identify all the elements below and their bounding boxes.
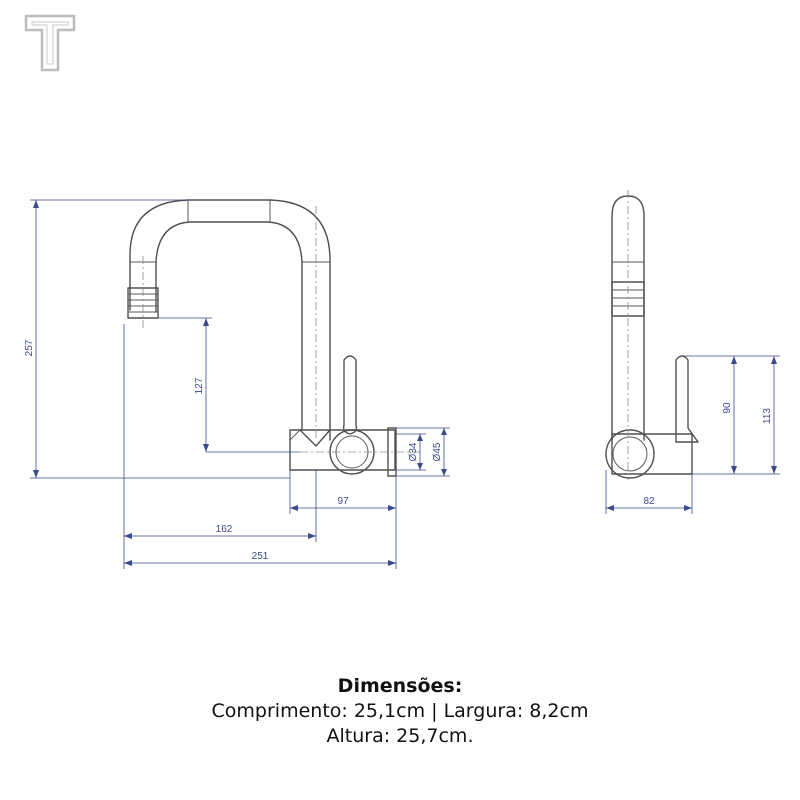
side-view: 90 113 82	[605, 190, 780, 514]
dimensions-caption: Dimensões: Comprimento: 25,1cm | Largura…	[0, 674, 800, 749]
faucet-body	[289, 429, 396, 471]
dim-side-width: 82	[643, 496, 655, 507]
caption-title: Dimensões:	[337, 675, 463, 697]
side-body	[611, 433, 693, 475]
side-handle-base	[605, 429, 655, 479]
dim-outlet-to-base: 127	[194, 377, 205, 394]
dim-overall-height: 257	[24, 339, 35, 356]
dim-side-overall-height: 113	[762, 408, 773, 424]
handle-base	[329, 429, 375, 475]
dim-handle-depth: 97	[337, 496, 349, 507]
spout-inner-outline	[155, 221, 303, 431]
dim-diameter-large: Ø45	[432, 442, 443, 461]
dim-spout-reach: 162	[216, 524, 233, 535]
dim-diameter-small: Ø34	[408, 442, 419, 461]
dim-overall-length: 251	[252, 551, 269, 562]
faucet-technical-drawing: 257 127 Ø34 Ø45 97 162	[24, 190, 780, 569]
side-handle-lever	[675, 355, 699, 443]
caption-line-height: Altura: 25,7cm.	[326, 725, 474, 747]
caption-line-length-width: Comprimento: 25,1cm | Largura: 8,2cm	[211, 700, 589, 722]
spout-outer-outline	[129, 199, 331, 441]
front-view: 257 127 Ø34 Ø45 97 162	[24, 199, 450, 569]
dim-side-handle-height: 90	[722, 402, 733, 414]
handle-lever	[342, 355, 358, 435]
t-logo-icon	[24, 14, 76, 72]
side-aerator	[611, 281, 645, 317]
